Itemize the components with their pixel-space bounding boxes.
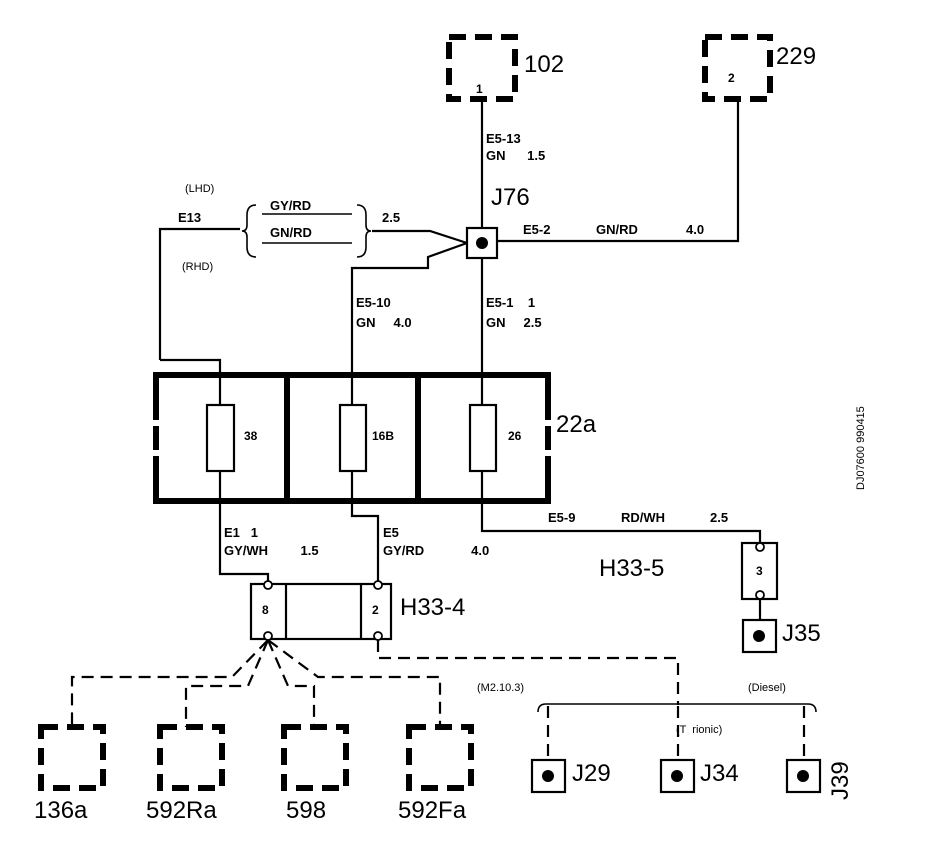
rhd-label: (RHD) — [182, 261, 213, 273]
ground-j39-label: J39 — [827, 761, 854, 800]
component-592ra-label: 592Ra — [146, 797, 217, 824]
wire-e5-1-spec: GN 2.5 — [486, 315, 542, 330]
junction-j76-label: J76 — [491, 184, 530, 211]
wire-e5-1-id: E5-1 1 — [486, 295, 535, 310]
gn-rd-label: GN/RD — [270, 225, 312, 240]
h33-5-term-top — [755, 542, 765, 552]
fuse-38 — [205, 403, 236, 473]
wire-e5-2-size: 4.0 — [686, 222, 704, 237]
component-229-label: 229 — [776, 43, 816, 70]
wire-e5-2-color: GN/RD — [596, 222, 638, 237]
h33-4-term-8-top — [263, 580, 273, 590]
h33-4-pin-2: 2 — [372, 603, 379, 617]
wire-e1 — [218, 471, 270, 584]
ground-split-bar — [537, 703, 817, 713]
ground-j29-label: J29 — [572, 760, 611, 787]
wire-e5-9-size: 2.5 — [710, 510, 728, 525]
h33-4-term-8-bottom — [263, 631, 273, 641]
component-598-label: 598 — [286, 797, 326, 824]
fuse-26-label: 26 — [508, 429, 522, 443]
junction-j76-dot — [476, 237, 488, 249]
wire-to-grounds — [376, 640, 680, 705]
fuse-16b-label: 16B — [372, 429, 394, 443]
variant-m2103: (M2.10.3) — [477, 682, 524, 694]
ground-j29-dot — [542, 770, 554, 782]
wire-e5-13-spec: GN 1.5 — [486, 148, 545, 163]
wire-e5-10 — [350, 241, 468, 405]
left-brace — [241, 204, 257, 258]
ground-j35-dot — [753, 630, 765, 642]
variant-trionic: (T rionic) — [676, 724, 722, 736]
connector-h33-4 — [249, 582, 393, 641]
h33-4-pin-8: 8 — [262, 603, 269, 617]
side-code: DJ07600 990415 — [855, 406, 867, 490]
component-592fa-box — [406, 724, 474, 791]
variant-diesel: (Diesel) — [748, 682, 786, 694]
component-102-label: 102 — [524, 51, 564, 78]
component-102-pin: 1 — [476, 82, 483, 96]
wire-bracket-to-j76 — [372, 229, 468, 245]
h33-4-term-2-bottom — [373, 631, 383, 641]
fuse-box-label: 22a — [556, 411, 597, 438]
wire-e13-label: E13 — [178, 210, 201, 225]
wire-e5-9 — [480, 471, 762, 543]
wire-e5-2 — [495, 99, 740, 243]
lhd-label: (LHD) — [185, 183, 214, 195]
component-229-pin: 2 — [728, 71, 735, 85]
h33-5-pin: 3 — [756, 564, 763, 578]
wire-e5-10-spec: GN 4.0 — [356, 315, 412, 330]
component-598-box — [281, 724, 349, 791]
connector-h33-4-label: H33-4 — [400, 594, 465, 621]
component-136a-label: 136a — [34, 797, 88, 824]
fuse-16b — [338, 403, 368, 473]
component-136a-box — [38, 724, 106, 791]
right-brace — [356, 204, 372, 258]
component-229-box — [702, 34, 773, 102]
wire-e5-2-id: E5-2 — [523, 222, 550, 237]
gy-rd-label: GY/RD — [270, 198, 311, 213]
wire-e5-spec: GY/RD 4.0 — [383, 543, 489, 558]
h33-5-term-bottom — [755, 590, 765, 600]
wire-to-592fa — [267, 639, 442, 727]
wire-e1-spec: GY/WH 1.5 — [224, 543, 319, 558]
wire-e5 — [350, 471, 380, 584]
ground-j34-dot — [671, 770, 683, 782]
wire-to-592ra — [184, 639, 270, 727]
fuse-38-label: 38 — [244, 429, 258, 443]
wire-e5-id: E5 — [383, 525, 399, 540]
connector-h33-5-label: H33-5 — [599, 555, 664, 582]
ground-j39-dot — [797, 770, 809, 782]
wire-e1-id: E1 1 — [224, 525, 258, 540]
ground-j35-label: J35 — [782, 620, 821, 647]
wire-e5-10-id: E5-10 — [356, 295, 391, 310]
wire-e13 — [158, 227, 240, 360]
ground-j34-label: J34 — [700, 760, 739, 787]
component-592fa-label: 592Fa — [398, 797, 467, 824]
wire-size-25: 2.5 — [382, 210, 400, 225]
h33-4-term-2-top — [373, 580, 383, 590]
wire-e5-9-id: E5-9 — [548, 510, 575, 525]
wire-to-136a — [70, 639, 269, 727]
component-592ra-box — [157, 724, 225, 791]
fuse-26 — [468, 403, 498, 473]
wire-to-598 — [266, 639, 316, 727]
wire-e13-to-fuse — [160, 358, 222, 405]
ground-j34 — [659, 758, 696, 794]
wire-e5-9-color: RD/WH — [621, 510, 665, 525]
wire-e5-13-id: E5-13 — [486, 131, 521, 146]
